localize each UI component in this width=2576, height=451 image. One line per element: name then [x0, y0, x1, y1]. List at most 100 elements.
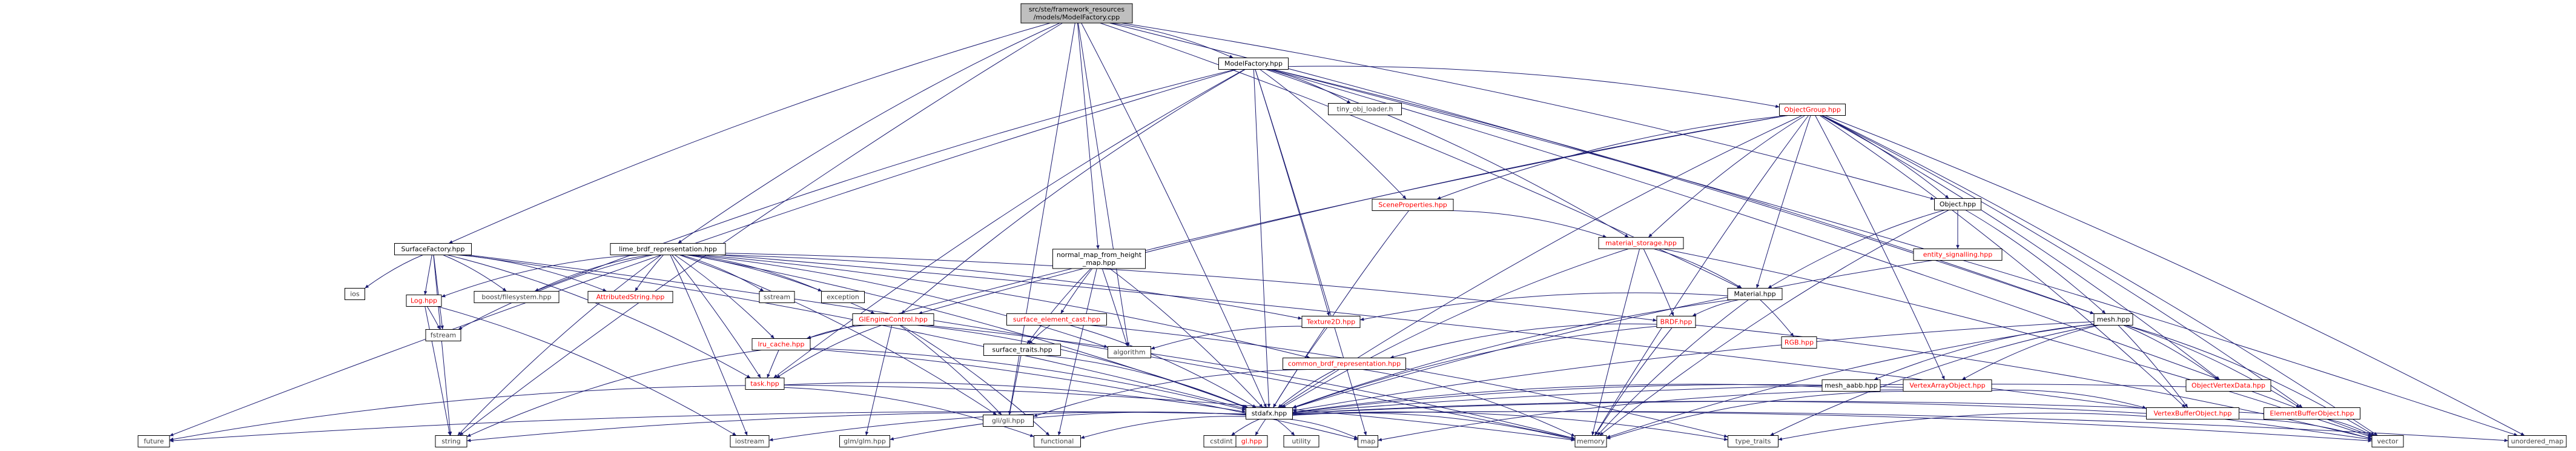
- edge-tbrdf-task: [672, 255, 761, 378]
- edge-mfh-vector: [1270, 69, 2373, 436]
- node-label: utility: [1292, 438, 1311, 446]
- node-label: sstream: [764, 293, 790, 301]
- edge-mesh-memory: [1606, 324, 2095, 438]
- edge-gle-glgl: [899, 325, 1002, 415]
- node-label: iostream: [735, 438, 764, 446]
- node-box: [2093, 313, 2133, 326]
- node-box: [1020, 3, 1133, 24]
- edge-ms-memory: [1591, 249, 1640, 436]
- node-label: ObjectVertexData.hpp: [2191, 382, 2265, 390]
- edge-log-fstream: [426, 306, 441, 330]
- edge-ms-vector: [1662, 249, 2373, 438]
- node-strt[interactable]: surface_traits.hpp: [983, 344, 1061, 356]
- node-sec[interactable]: surface_element_cast.hpp: [1006, 313, 1107, 326]
- edge-mfh-task: [773, 69, 1245, 378]
- node-box: [730, 435, 770, 447]
- node-mesh[interactable]: mesh.hpp: [2093, 313, 2133, 326]
- node-box: [2508, 435, 2567, 447]
- node-cstdint: cstdint: [1203, 435, 1240, 447]
- node-tbrdf[interactable]: lime_brdf_representation.hpp: [610, 243, 726, 255]
- node-vector: vector: [2371, 435, 2404, 447]
- edge-sf-memory: [467, 255, 1576, 440]
- node-label: ElementBufferObject.hpp: [2270, 410, 2354, 418]
- node-box: [751, 338, 811, 350]
- node-functional: functional: [1034, 435, 1081, 447]
- node-umap: unordered_map: [2508, 435, 2567, 447]
- node-label: task.hpp: [750, 380, 779, 388]
- node-mat[interactable]: Material.hpp: [1727, 288, 1783, 300]
- node-label: _map.hpp: [1082, 259, 1115, 267]
- node-box: [1218, 58, 1289, 70]
- node-box: [759, 291, 795, 303]
- edge-tbrdf-astr: [635, 255, 664, 292]
- node-box: [1358, 435, 1378, 447]
- edge-stdafx-type_traits: [1292, 412, 1728, 441]
- node-task[interactable]: task.hpp: [745, 378, 785, 390]
- edge-ebo-vector: [2327, 419, 2373, 436]
- node-label: cstdint: [1210, 438, 1233, 446]
- edge-vao-memory: [1606, 390, 1911, 439]
- node-label: src/ste/framework_resources: [1029, 5, 1125, 13]
- edge-stdafx-umap: [1292, 411, 2509, 443]
- node-alg: algorithm: [1108, 346, 1151, 358]
- node-label: Object.hpp: [1940, 201, 1976, 209]
- node-label: Material.hpp: [1734, 290, 1775, 298]
- node-ovd[interactable]: ObjectVertexData.hpp: [2185, 379, 2271, 392]
- node-log[interactable]: Log.hpp: [406, 295, 442, 307]
- node-sf[interactable]: SurfaceFactory.hpp: [394, 243, 472, 255]
- node-box: [1034, 435, 1081, 447]
- edge-gle-stdafx: [916, 325, 1247, 408]
- node-obj[interactable]: Object.hpp: [1934, 198, 1981, 210]
- node-og[interactable]: ObjectGroup.hpp: [1779, 104, 1846, 116]
- node-mfh[interactable]: ModelFactory.hpp: [1218, 58, 1289, 70]
- node-box: [983, 344, 1061, 356]
- node-brdf[interactable]: BRDF.hpp: [1656, 316, 1696, 328]
- edge-lru-string: [466, 350, 762, 437]
- edge-root-string: [459, 22, 1063, 436]
- edge-mfh-tex: [1255, 69, 1330, 316]
- node-lru[interactable]: lru_cache.hpp: [751, 338, 811, 350]
- edge-tbrdf-vector: [719, 255, 2373, 441]
- node-cbrdf[interactable]: common_brdf_representation.hpp: [1283, 358, 1406, 370]
- node-box: [1246, 407, 1293, 419]
- edge-tex-alg: [1151, 326, 1303, 350]
- node-label: algorithm: [1113, 349, 1145, 356]
- node-stdafx[interactable]: stdafx.hpp: [1246, 407, 1293, 419]
- node-utility: utility: [1283, 435, 1319, 447]
- edge-mfh-og: [1288, 65, 1780, 109]
- node-root[interactable]: src/ste/framework_resources/models/Model…: [1020, 3, 1133, 24]
- edge-root-nmap: [1077, 22, 1100, 250]
- edge-stdafx-memory: [1292, 412, 1576, 441]
- node-astr[interactable]: AttributedString.hpp: [587, 291, 673, 303]
- node-tex[interactable]: Texture2D.hpp: [1301, 316, 1361, 328]
- node-box: [2264, 407, 2360, 419]
- node-maabb[interactable]: mesh_aabb.hpp: [1821, 379, 1881, 392]
- edge-og-ebo: [1821, 115, 2303, 408]
- node-rgb[interactable]: RGB.hpp: [1781, 336, 1817, 349]
- node-nmap[interactable]: normal_map_from_height_map.hpp: [1052, 249, 1146, 269]
- node-memory: memory: [1574, 435, 1607, 447]
- node-vao[interactable]: VertexArrayObject.hpp: [1903, 379, 1992, 392]
- edge-brdf-stdafx: [1292, 326, 1657, 409]
- node-label: common_brdf_representation.hpp: [1288, 360, 1401, 368]
- node-sp[interactable]: SceneProperties.hpp: [1372, 199, 1454, 211]
- node-ms[interactable]: material_storage.hpp: [1598, 237, 1684, 249]
- edge-mat-brdf: [1692, 299, 1739, 316]
- node-label: stdafx.hpp: [1252, 410, 1287, 418]
- node-label: surface_element_cast.hpp: [1013, 316, 1100, 324]
- node-es[interactable]: entity_signalling.hpp: [1913, 249, 2003, 261]
- edge-task-future: [169, 385, 746, 441]
- node-future: future: [137, 435, 170, 447]
- node-vbo[interactable]: VertexBufferObject.hpp: [2146, 407, 2239, 419]
- edge-mat-tex: [1359, 292, 1728, 321]
- node-label: surface_traits.hpp: [992, 346, 1052, 354]
- node-box: [435, 435, 467, 447]
- node-box: [1574, 435, 1607, 447]
- node-box: [425, 329, 461, 341]
- node-label: boost/filesystem.hpp: [481, 293, 551, 301]
- node-gle[interactable]: GIEngineControl.hpp: [852, 313, 934, 326]
- edge-maabb-stdafx: [1292, 384, 1823, 414]
- node-ebo[interactable]: ElementBufferObject.hpp: [2264, 407, 2360, 419]
- node-glhpp[interactable]: gl.hpp: [1235, 435, 1268, 447]
- edge-stdafx-glmglm: [890, 412, 1246, 441]
